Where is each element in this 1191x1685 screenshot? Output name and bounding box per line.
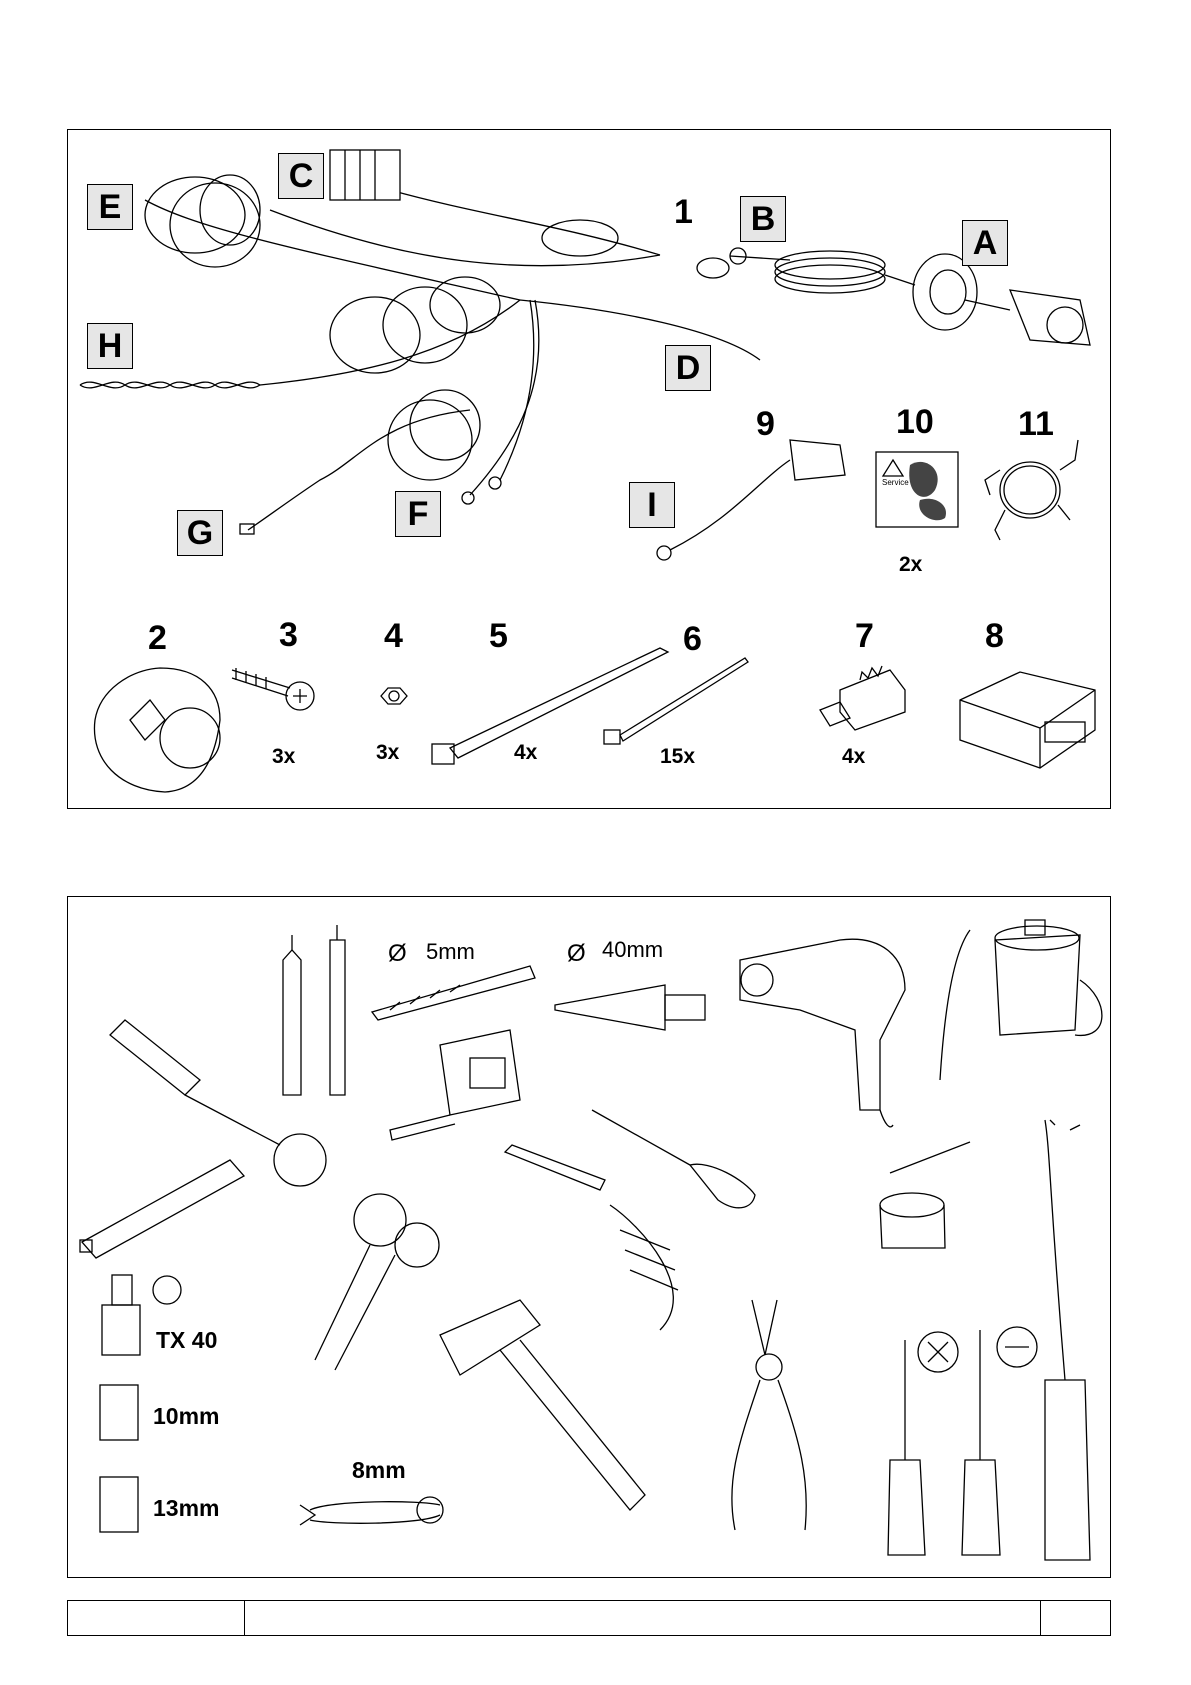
socket-13-label: 13mm — [153, 1495, 219, 1522]
footer-cell-3 — [1041, 1601, 1110, 1635]
torx-label: TX 40 — [156, 1327, 217, 1354]
wrench-label: 8mm — [352, 1457, 406, 1484]
footer-cell-1 — [68, 1601, 245, 1635]
socket-10-label: 10mm — [153, 1403, 219, 1430]
drill-bit-large-label: 40mm — [602, 937, 663, 963]
footer-cell-2 — [245, 1601, 1041, 1635]
footer-table — [67, 1600, 1111, 1636]
diameter-symbol-large: Ø — [567, 940, 586, 968]
diameter-symbol-small: Ø — [388, 940, 407, 968]
drill-bit-small-label: 5mm — [426, 939, 475, 965]
